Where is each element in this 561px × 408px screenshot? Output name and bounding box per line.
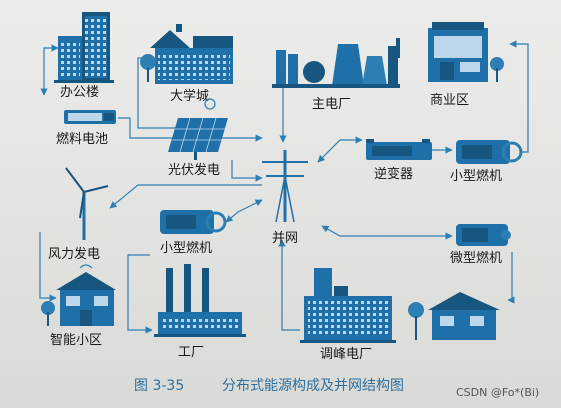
- grid-tower-icon: [262, 150, 308, 223]
- label-office: 办公楼: [60, 85, 99, 100]
- commercial-building-icon: [428, 22, 504, 82]
- inverter-icon: [366, 139, 432, 160]
- solar-panel-icon: [168, 98, 228, 160]
- fuel-cell-icon: [64, 110, 116, 124]
- label-university: 大学城: [170, 88, 209, 104]
- figure-title: 分布式能源构成及并网结构图: [222, 378, 404, 394]
- peak-plant-icon: [300, 268, 396, 343]
- label-grid: 并网: [272, 231, 298, 246]
- small-turbine-left-icon: [160, 210, 227, 234]
- label-inverter: 逆变器: [374, 166, 413, 182]
- residential-house-icon: [408, 292, 500, 340]
- factory-icon: [154, 264, 246, 337]
- wind-turbine-icon: [65, 167, 109, 240]
- label-small-turbine-left: 小型燃机: [160, 240, 212, 256]
- label-commercial: 商业区: [430, 93, 469, 108]
- label-small-turbine-right: 小型燃机: [450, 168, 502, 184]
- main-power-plant-icon: [272, 38, 400, 88]
- label-factory: 工厂: [178, 345, 204, 360]
- micro-turbine-icon: [456, 224, 511, 246]
- label-peak-plant: 调峰电厂: [320, 347, 372, 362]
- label-wind: 风力发电: [48, 246, 100, 262]
- university-building-icon: [140, 24, 233, 84]
- figure-number: 图 3-35: [134, 378, 184, 394]
- smart-community-icon: [41, 264, 116, 326]
- label-smart-community: 智能小区: [50, 333, 102, 348]
- label-fuel-cell: 燃料电池: [56, 131, 108, 147]
- label-pv: 光伏发电: [168, 162, 220, 178]
- watermark: CSDN @Fo*(Bi): [456, 386, 539, 399]
- office-building-icon: [54, 12, 114, 83]
- small-turbine-right-icon: [456, 140, 523, 164]
- label-main-plant: 主电厂: [312, 97, 351, 112]
- label-micro-turbine: 微型燃机: [450, 250, 502, 266]
